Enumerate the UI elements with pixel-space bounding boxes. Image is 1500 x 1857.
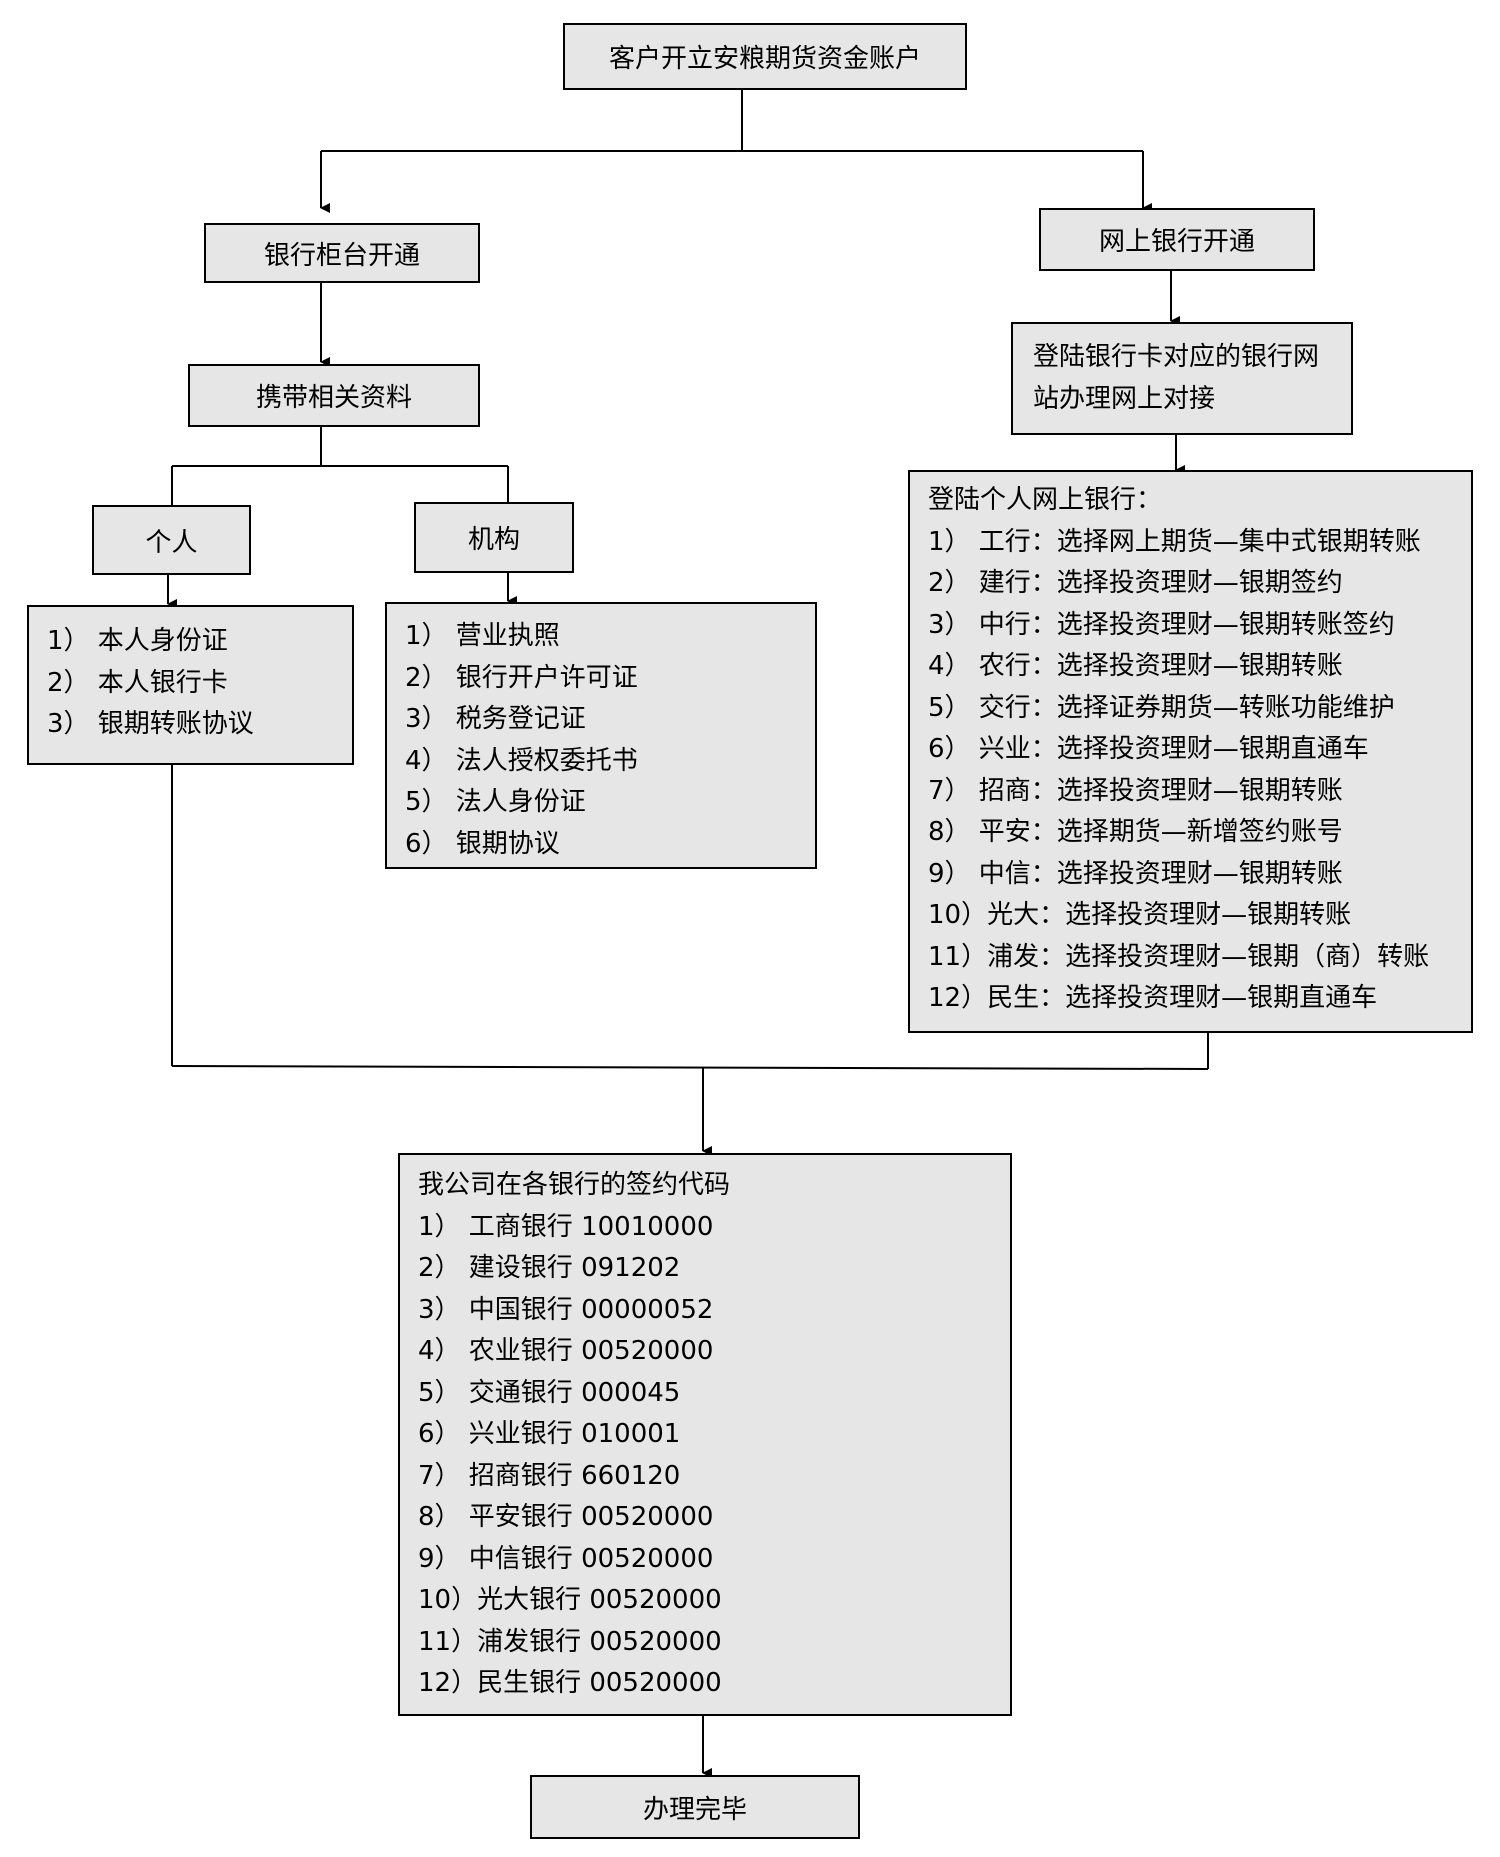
list-item: 12）民生银行 00520000 bbox=[418, 1668, 722, 1698]
done-node: 办理完毕 bbox=[530, 1775, 860, 1839]
list-item: 6） 银期协议 bbox=[405, 828, 560, 859]
list-item: 8） 平安：选择期货—新增签约账号 bbox=[928, 817, 1343, 847]
list-item: 12）民生：选择投资理财—银期直通车 bbox=[928, 983, 1378, 1013]
list-item: 5） 交通银行 000045 bbox=[418, 1377, 681, 1408]
personal-node-label: 个人 bbox=[145, 527, 198, 558]
start-node-label: 客户开立安粮期货资金账户 bbox=[608, 44, 921, 74]
counter-node: 银行柜台开通 bbox=[204, 223, 480, 283]
institution-node-label: 机构 bbox=[467, 525, 520, 555]
list-item: 9） 中信：选择投资理财—银期转账 bbox=[928, 858, 1343, 889]
materials-node: 携带相关资料 bbox=[188, 364, 480, 427]
list-item: 3） 银期转账协议 bbox=[47, 709, 254, 739]
codes-list: 我公司在各银行的签约代码 1） 工商银行 10010000 2） 建设银行 09… bbox=[398, 1153, 1012, 1716]
login-site-node: 登陆银行卡对应的银行网站办理网上对接 bbox=[1011, 322, 1353, 435]
list-item: 2） 建设银行 091202 bbox=[418, 1253, 681, 1283]
materials-node-label: 携带相关资料 bbox=[255, 383, 412, 413]
list-item: 4） 农业银行 00520000 bbox=[418, 1336, 714, 1366]
list-item: 9） 中信银行 00520000 bbox=[418, 1543, 714, 1574]
login-site-label: 登陆银行卡对应的银行网站办理网上对接 bbox=[1033, 342, 1320, 414]
list-title: 我公司在各银行的签约代码 bbox=[418, 1170, 731, 1200]
list-item: 2） 本人银行卡 bbox=[47, 667, 228, 698]
list-item: 3） 税务登记证 bbox=[405, 704, 586, 734]
list-item: 1） 工行：选择网上期货—集中式银期转账 bbox=[928, 526, 1421, 557]
connector-merge-line bbox=[171, 1065, 1209, 1070]
institution-docs-list: 1） 营业执照 2） 银行开户许可证 3） 税务登记证 4） 法人授权委托书 5… bbox=[385, 602, 817, 869]
list-title: 登陆个人网上银行： bbox=[928, 485, 1163, 515]
list-item: 10）光大：选择投资理财—银期转账 bbox=[928, 900, 1352, 930]
done-node-label: 办理完毕 bbox=[642, 1794, 747, 1825]
online-banking-list: 登陆个人网上银行： 1） 工行：选择网上期货—集中式银期转账 2） 建行：选择投… bbox=[908, 470, 1473, 1033]
list-item: 7） 招商银行 660120 bbox=[418, 1460, 681, 1491]
list-item: 10）光大银行 00520000 bbox=[418, 1585, 722, 1615]
list-item: 8） 平安银行 00520000 bbox=[418, 1502, 714, 1532]
counter-node-label: 银行柜台开通 bbox=[263, 240, 420, 271]
list-item: 6） 兴业：选择投资理财—银期直通车 bbox=[928, 734, 1369, 764]
online-node: 网上银行开通 bbox=[1039, 208, 1315, 271]
list-item: 11）浦发：选择投资理财—银期（商）转账 bbox=[928, 941, 1430, 972]
list-item: 4） 法人授权委托书 bbox=[405, 745, 638, 776]
list-item: 1） 工商银行 10010000 bbox=[418, 1211, 714, 1242]
list-item: 5） 交行：选择证券期货—转账功能维护 bbox=[928, 692, 1395, 723]
list-item: 2） 银行开户许可证 bbox=[405, 662, 638, 693]
list-item: 7） 招商：选择投资理财—银期转账 bbox=[928, 775, 1343, 806]
online-node-label: 网上银行开通 bbox=[1098, 227, 1255, 257]
list-item: 3） 中行：选择投资理财—银期转账签约 bbox=[928, 609, 1395, 640]
list-item: 2） 建行：选择投资理财—银期签约 bbox=[928, 568, 1343, 598]
list-item: 6） 兴业银行 010001 bbox=[418, 1419, 681, 1449]
institution-node: 机构 bbox=[414, 502, 574, 573]
start-node: 客户开立安粮期货资金账户 bbox=[563, 23, 967, 90]
list-item: 1） 营业执照 bbox=[405, 621, 560, 651]
list-item: 5） 法人身份证 bbox=[405, 787, 586, 817]
list-item: 11）浦发银行 00520000 bbox=[418, 1626, 722, 1657]
personal-node: 个人 bbox=[92, 505, 251, 575]
list-item: 4） 农行：选择投资理财—银期转账 bbox=[928, 651, 1343, 681]
list-item: 1） 本人身份证 bbox=[47, 626, 228, 656]
list-item: 3） 中国银行 00000052 bbox=[418, 1294, 714, 1325]
personal-docs-list: 1） 本人身份证 2） 本人银行卡 3） 银期转账协议 bbox=[27, 605, 354, 765]
